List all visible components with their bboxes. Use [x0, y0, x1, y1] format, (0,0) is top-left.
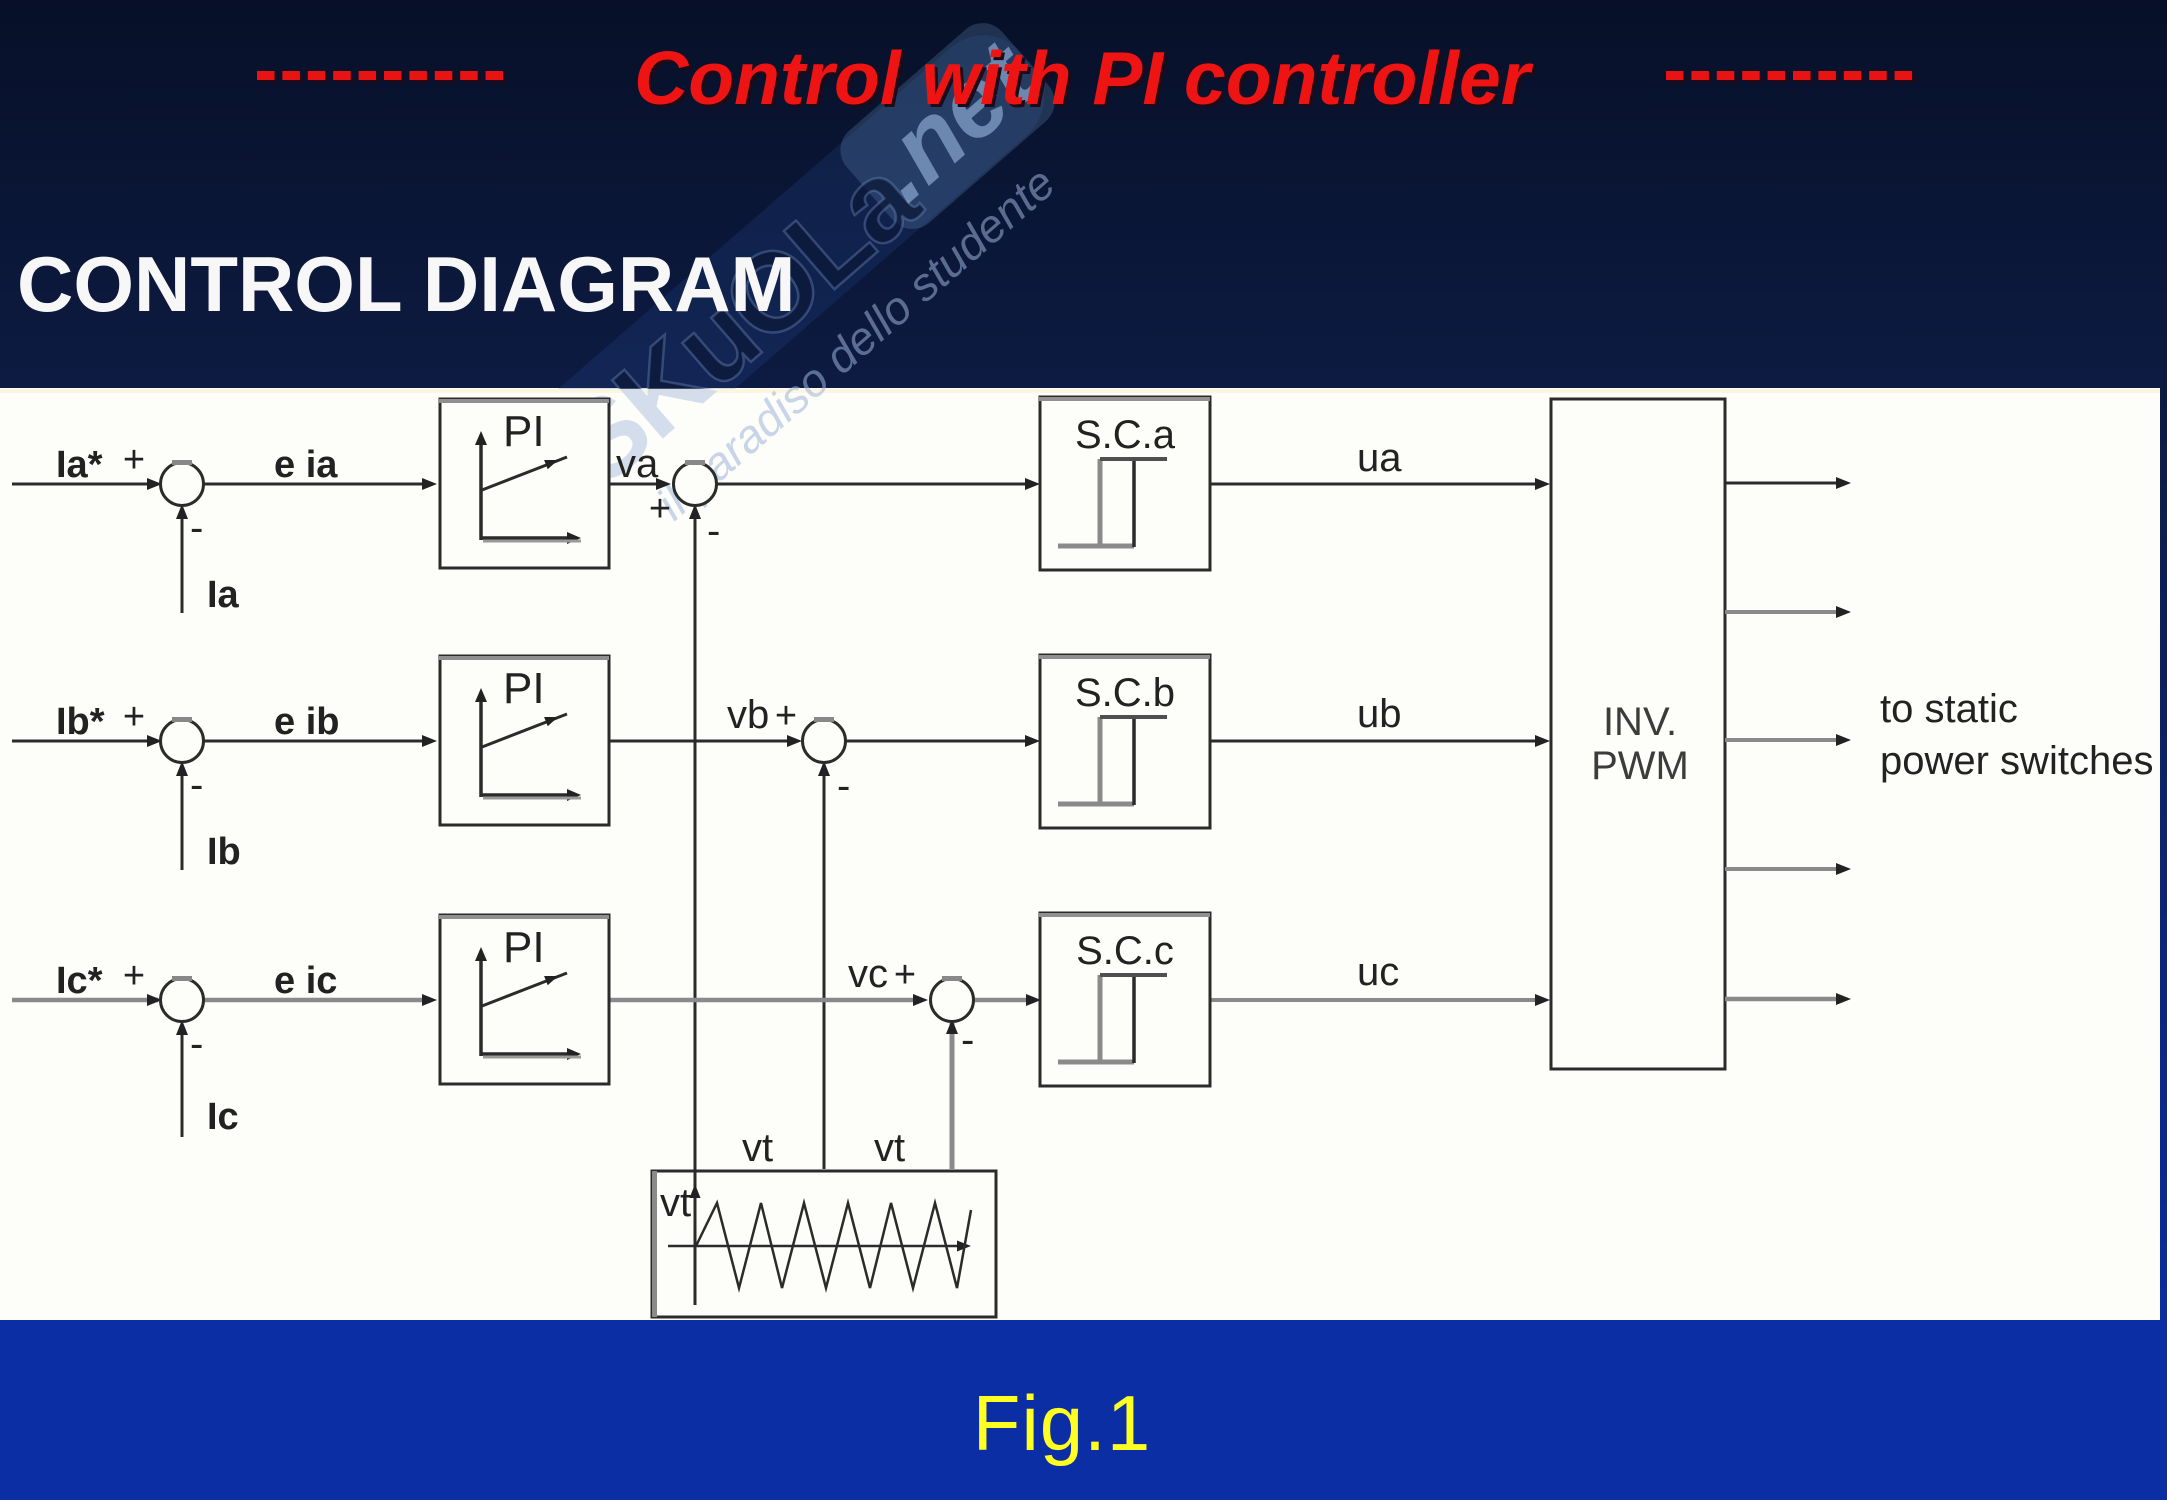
svg-text:+: + [894, 954, 916, 996]
svg-text:S.C.a: S.C.a [1075, 413, 1176, 457]
svg-text:+: + [123, 439, 145, 481]
svg-text:PI: PI [503, 407, 545, 456]
svg-text:Ic: Ic [207, 1096, 239, 1138]
svg-text:Control with PI controller: Control with PI controller [634, 36, 1534, 120]
svg-text:vt: vt [742, 1126, 773, 1170]
svg-text:ua: ua [1357, 436, 1402, 480]
svg-text:-: - [190, 763, 203, 807]
svg-text:vt: vt [874, 1126, 905, 1170]
svg-text:ub: ub [1357, 692, 1402, 736]
svg-text:S.C.c: S.C.c [1076, 929, 1174, 973]
svg-text:power switches: power switches [1880, 739, 2153, 783]
svg-text:e ib: e ib [274, 701, 339, 743]
svg-text:to static: to static [1880, 687, 2018, 731]
svg-text:-: - [190, 506, 203, 550]
svg-text:vb: vb [727, 693, 769, 737]
svg-text:CONTROL DIAGRAM: CONTROL DIAGRAM [17, 240, 796, 328]
svg-text:vc: vc [848, 952, 888, 996]
svg-text:Ib: Ib [207, 831, 241, 873]
svg-text:+: + [649, 488, 671, 530]
svg-text:uc: uc [1357, 950, 1399, 994]
svg-text:INV.: INV. [1603, 700, 1677, 744]
svg-text:-: - [837, 764, 850, 808]
svg-text:vt: vt [660, 1181, 691, 1225]
svg-text:+: + [775, 695, 797, 737]
svg-text:va: va [616, 442, 659, 486]
svg-text:e ic: e ic [274, 960, 337, 1002]
svg-text:PI: PI [503, 664, 545, 713]
svg-text:PI: PI [503, 923, 545, 972]
svg-text:-: - [961, 1018, 974, 1062]
svg-text:+: + [123, 955, 145, 997]
svg-text:Fig.1: Fig.1 [973, 1379, 1151, 1467]
svg-text:e ia: e ia [274, 444, 338, 486]
svg-text:-: - [190, 1022, 203, 1066]
svg-text:Ia: Ia [207, 574, 240, 616]
svg-text:Ia*: Ia* [56, 444, 103, 486]
svg-text:S.C.b: S.C.b [1075, 671, 1175, 715]
svg-text:PWM: PWM [1591, 744, 1689, 788]
svg-text:+: + [123, 696, 145, 738]
svg-text:Ib*: Ib* [56, 701, 105, 743]
svg-text:Control with PI controller: Control with PI controller [637, 39, 1537, 123]
svg-text:Ic*: Ic* [56, 960, 103, 1002]
svg-text:-: - [707, 509, 720, 553]
